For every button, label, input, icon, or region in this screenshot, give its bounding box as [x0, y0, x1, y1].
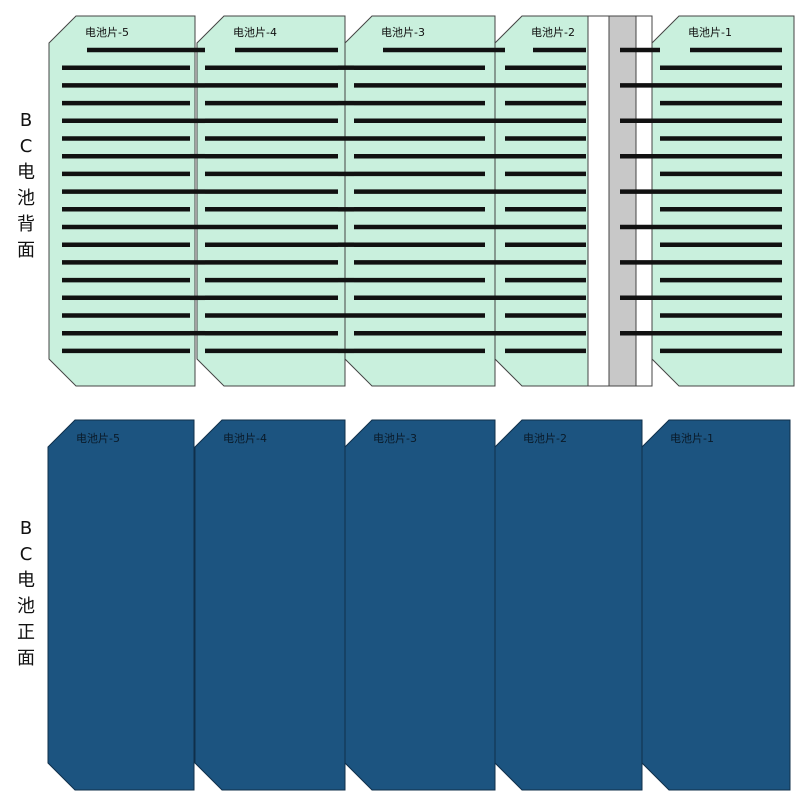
front-cell-1: [641, 419, 791, 791]
strip-white-right: [635, 15, 653, 387]
back-cell-label: 电池片-3: [381, 26, 425, 39]
front-cell-2: [494, 419, 643, 791]
front-cell-label: 电池片-5: [76, 432, 120, 445]
side-label-char: B: [19, 110, 33, 131]
front-cell-3: [344, 419, 496, 791]
side-label-char: 池: [17, 596, 35, 617]
side-label-char: 正: [17, 622, 35, 643]
front-cell-label: 电池片-3: [373, 432, 417, 445]
front-cell-label: 电池片-4: [223, 432, 267, 445]
back-cell-4: [196, 15, 346, 387]
side-label-char: 面: [17, 648, 35, 669]
back-cell-2: [494, 15, 589, 387]
front-cell-label: 电池片-1: [670, 432, 714, 445]
front-cell-5: [47, 419, 195, 791]
interconnect-strip: [587, 15, 660, 387]
front-row: 电池片-5 电池片-4 电池片-3 电池片-2 电池片-1: [47, 419, 791, 791]
back-cell-label: 电池片-5: [85, 26, 129, 39]
side-label-char: C: [19, 136, 33, 157]
side-label-char: B: [19, 518, 33, 539]
back-cell-1: [651, 15, 795, 387]
side-label-char: 背: [17, 214, 35, 235]
back-cell-label: 电池片-4: [233, 26, 277, 39]
side-label-char: 面: [17, 240, 35, 261]
strip-white-left: [587, 15, 610, 387]
back-cell-5: [48, 15, 196, 387]
strip-gray-center: [608, 15, 637, 387]
side-label-char: 电: [17, 162, 35, 183]
side-label-char: 电: [17, 570, 35, 591]
back-cell-label: 电池片-2: [531, 26, 575, 39]
side-label-char: C: [19, 544, 33, 565]
front-cell-4: [194, 419, 346, 791]
front-cell-label: 电池片-2: [523, 432, 567, 445]
back-row: 电池片-5 电池片-4 电池片-3 电池片-2 电池片-1: [48, 15, 795, 387]
side-label-char: 池: [17, 188, 35, 209]
back-cell-label: 电池片-1: [688, 26, 732, 39]
back-cell-3: [344, 15, 496, 387]
